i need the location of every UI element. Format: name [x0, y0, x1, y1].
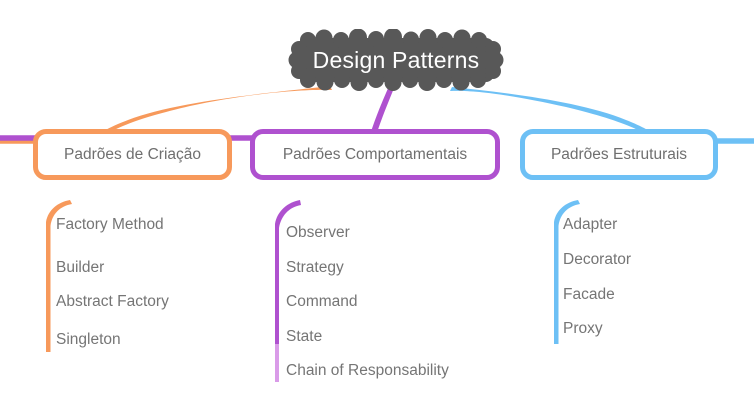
leaf-proxy[interactable]: Proxy [563, 320, 603, 337]
root-node[interactable]: Design Patterns [288, 29, 504, 91]
leaf-chain-of-responsability[interactable]: Chain of Responsability [286, 362, 449, 379]
branch-label-behavioral: Padrões Comportamentais [282, 145, 468, 163]
spine-behavioral-tail [275, 344, 279, 382]
leaf-facade[interactable]: Facade [563, 286, 615, 303]
leaf-command[interactable]: Command [286, 293, 358, 310]
leaf-decorator[interactable]: Decorator [563, 251, 632, 268]
leaf-observer[interactable]: Observer [286, 224, 350, 241]
root-label: Design Patterns [312, 46, 480, 73]
leaf-factory-method[interactable]: Factory Method [56, 216, 164, 233]
leaf-singleton[interactable]: Singleton [56, 331, 121, 348]
branch-label-structural: Padrões Estruturais [550, 145, 688, 163]
leaf-state[interactable]: State [286, 328, 323, 345]
cloud-shape-icon [288, 29, 504, 91]
branch-node-structural[interactable]: Padrões Estruturais [520, 129, 718, 180]
branch-node-behavioral[interactable]: Padrões Comportamentais [250, 129, 500, 180]
leaf-abstract-factory[interactable]: Abstract Factory [56, 293, 169, 310]
branch-node-creational[interactable]: Padrões de Criação [33, 129, 232, 180]
branch-label-creational: Padrões de Criação [64, 145, 201, 163]
leaf-strategy[interactable]: Strategy [286, 259, 344, 276]
leaf-builder[interactable]: Builder [56, 259, 105, 276]
leaf-adapter[interactable]: Adapter [563, 216, 618, 233]
